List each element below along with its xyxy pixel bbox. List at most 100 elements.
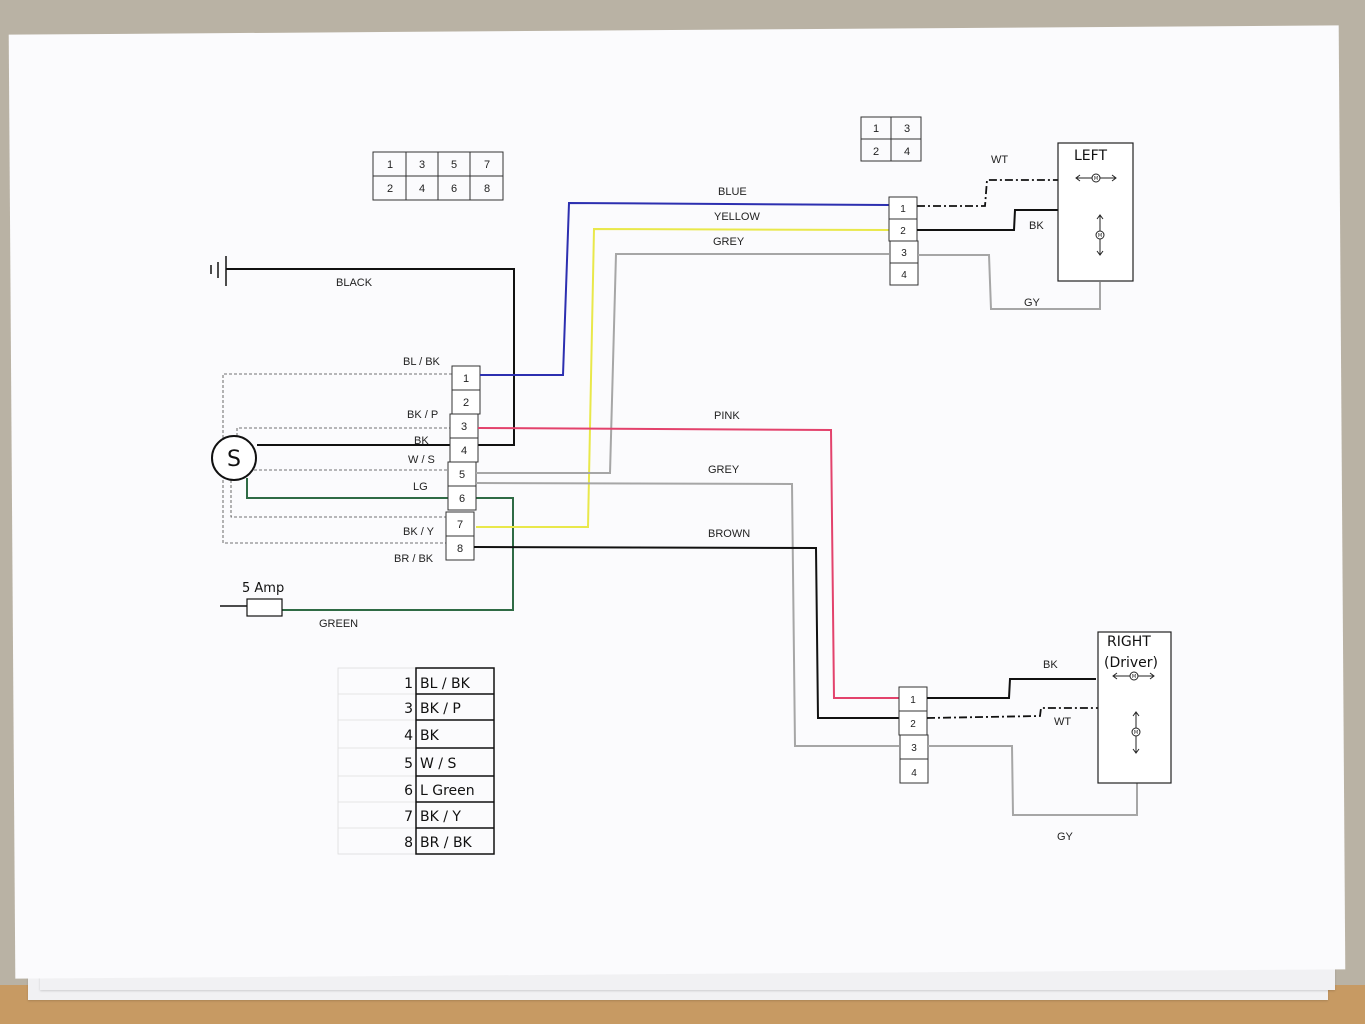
main-pin-number: 6 — [459, 493, 465, 505]
wire-label-blue: BLUE — [718, 186, 747, 198]
fuse-5amp — [246, 598, 283, 617]
wire-label-green: GREEN — [319, 618, 358, 630]
legend-color: BK / P — [420, 701, 461, 717]
left-mirror-title: LEFT — [1074, 148, 1107, 164]
pin-label-6: LG — [413, 481, 428, 493]
main-pin-number: 2 — [463, 397, 469, 409]
connector-pin-label: 1 — [873, 123, 879, 135]
left-motor-horizontal — [1075, 173, 1117, 183]
left-motor-v-label: M — [1098, 233, 1102, 239]
wire-grey-left — [476, 253, 889, 474]
wire-label-pink: PINK — [714, 410, 740, 422]
pin-label-8: BR / BK — [394, 553, 434, 565]
connector-pin-label: 8 — [484, 183, 490, 195]
left-mirror-connector — [888, 196, 919, 286]
right-pin-number: 2 — [910, 719, 916, 730]
legend-color: W / S — [420, 756, 456, 772]
legend-pin: 8 — [404, 835, 413, 851]
main-pin-number: 8 — [457, 543, 463, 555]
legend-color: BR / BK — [420, 835, 473, 851]
wire-pink — [477, 427, 899, 699]
pin-label-4: BK — [414, 435, 429, 447]
right-pin-number: 3 — [911, 743, 917, 754]
switch-symbol — [211, 435, 257, 481]
right-pin-number: 1 — [910, 695, 916, 706]
wire-label-grey: GREY — [708, 464, 740, 476]
left-wt-label: WT — [991, 154, 1008, 166]
right-wt-wire — [926, 707, 1100, 719]
right-bk-wire — [927, 678, 1096, 699]
left-pin-number: 4 — [901, 270, 907, 281]
right-wt-label: WT — [1054, 716, 1071, 728]
left-pin-number: 3 — [901, 248, 907, 259]
main-pin-number: 3 — [461, 421, 467, 433]
right-motor-h-label: M — [1132, 674, 1136, 680]
left-gy-label: GY — [1024, 297, 1041, 309]
right-mirror-subtitle: (Driver) — [1104, 655, 1158, 671]
wire-green — [246, 478, 514, 611]
legend-pin: 7 — [404, 809, 413, 825]
wire-label-black: BLACK — [336, 277, 373, 289]
top-left-connector — [372, 151, 504, 201]
connector-pin-label: 5 — [451, 159, 457, 171]
connector-pin-label: 2 — [873, 146, 879, 158]
connector-pin-label: 6 — [451, 183, 457, 195]
ground-wire-black — [226, 268, 515, 446]
pin-label-3: BK / P — [407, 409, 438, 421]
wire-label-grey: GREY — [713, 236, 745, 248]
left-wt-wire — [917, 179, 1060, 207]
legend-pin: 3 — [404, 701, 413, 717]
switch-letter: S — [227, 447, 241, 472]
right-mirror-box — [1097, 631, 1172, 784]
legend-table — [337, 667, 495, 855]
wire-label-yellow: YELLOW — [714, 211, 760, 223]
wire-blue — [480, 201, 890, 376]
legend-color: BK / Y — [420, 809, 461, 825]
legend-pin: 1 — [404, 676, 413, 692]
left-motor-h-label: M — [1094, 176, 1098, 182]
left-gy-wire — [918, 254, 1101, 310]
main-pin-number: 7 — [457, 519, 463, 531]
legend-pin: 5 — [404, 756, 413, 772]
wire-label-brown: BROWN — [708, 528, 750, 540]
right-motor-horizontal — [1112, 671, 1155, 681]
left-pin-number: 1 — [900, 204, 906, 215]
right-pin-number: 4 — [911, 768, 917, 779]
legend-pin: 6 — [404, 783, 413, 799]
left-motor-vertical — [1095, 214, 1105, 256]
right-gy-wire — [928, 745, 1138, 816]
right-motor-vertical — [1131, 711, 1141, 754]
left-pin-number: 2 — [900, 226, 906, 237]
legend-pin: 4 — [404, 728, 413, 744]
legend-rows: 1 BL / BK 3 BK / P 4 BK 5 W / S 6 L Gree… — [404, 676, 475, 851]
connector-pin-label: 1 — [387, 159, 393, 171]
wire-brown — [473, 546, 899, 719]
right-mirror-title: RIGHT — [1107, 634, 1151, 650]
right-bk-label: BK — [1043, 659, 1058, 671]
left-bk-wire — [917, 209, 1060, 231]
main-pin-number: 5 — [459, 469, 465, 481]
pin-label-7: BK / Y — [403, 526, 435, 538]
fuse-label: 5 Amp — [242, 581, 284, 596]
connector-pin-label: 4 — [904, 146, 910, 158]
right-motor-v-label: M — [1134, 730, 1138, 736]
wire-grey-right — [475, 482, 899, 747]
right-mirror-connector — [898, 686, 929, 784]
legend-color: BK — [420, 728, 440, 744]
left-bk-label: BK — [1029, 220, 1044, 232]
wire-yellow — [476, 227, 890, 528]
top-right-connector — [860, 116, 922, 162]
connector-pin-label: 3 — [904, 123, 910, 135]
pin-label-1: BL / BK — [403, 356, 441, 368]
legend-color: BL / BK — [420, 676, 471, 692]
pin-label-5: W / S — [408, 454, 435, 466]
main-connector — [445, 365, 481, 561]
main-pin-number: 1 — [463, 373, 469, 385]
connector-pin-label: 4 — [419, 183, 425, 195]
legend-color: L Green — [420, 783, 475, 799]
right-gy-label: GY — [1057, 831, 1074, 843]
connector-pin-label: 3 — [419, 159, 425, 171]
connector-pin-label: 2 — [387, 183, 393, 195]
left-mirror-box — [1057, 142, 1134, 282]
